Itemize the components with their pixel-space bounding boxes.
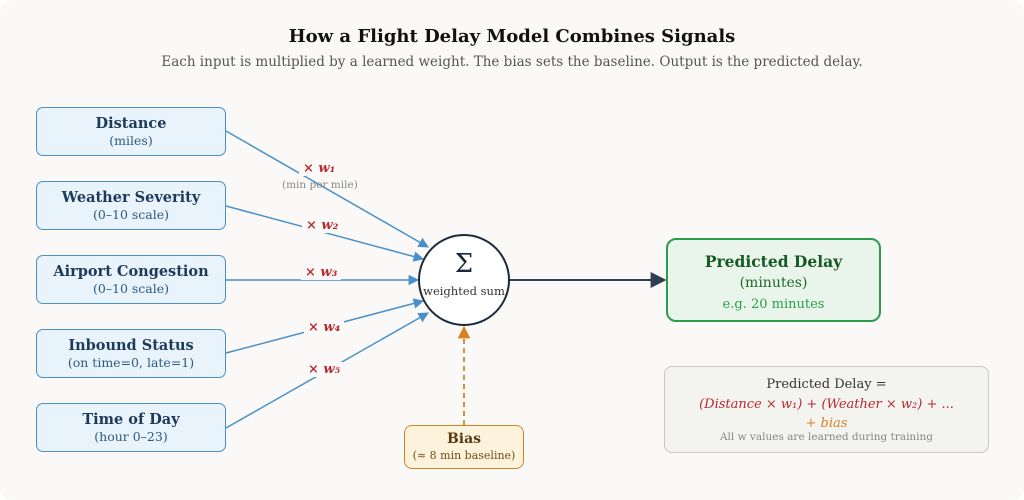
output-title: Predicted Delay <box>704 252 843 271</box>
input-name: Time of Day <box>82 411 180 428</box>
input-airport-congestion: Airport Congestion (0–10 scale) <box>36 255 226 304</box>
input-time-of-day: Time of Day (hour 0–23) <box>36 403 226 452</box>
output-unit: (minutes) <box>739 275 808 291</box>
diagram-subtitle: Each input is multiplied by a learned we… <box>161 54 863 70</box>
weight-label-2: × w₂ <box>302 218 343 233</box>
sigma-symbol: Σ <box>454 249 474 279</box>
bias-note: (≈ 8 min baseline) <box>412 449 516 462</box>
input-unit: (miles) <box>109 133 153 148</box>
input-name: Distance <box>95 115 167 132</box>
formula-line-2: (Distance × w₁) + (Weather × w₂) + ... <box>699 397 954 412</box>
input-unit: (hour 0–23) <box>94 429 168 444</box>
output-example: e.g. 20 minutes <box>722 297 825 312</box>
diagram-title: How a Flight Delay Model Combines Signal… <box>288 26 736 47</box>
edge-distance <box>225 130 429 248</box>
formula-note: All w values are learned during training <box>719 431 934 443</box>
input-name: Inbound Status <box>68 337 194 354</box>
formula-line-3: + bias <box>805 416 848 431</box>
input-unit: (on time=0, late=1) <box>67 355 195 370</box>
output-predicted-delay: Predicted Delay (minutes) e.g. 20 minute… <box>666 238 881 322</box>
formula-box: Predicted Delay = (Distance × w₁) + (Wea… <box>664 366 989 453</box>
input-weather-severity: Weather Severity (0–10 scale) <box>36 181 226 230</box>
bias-title: Bias <box>446 431 482 447</box>
weight-label-1: × w₁ <box>299 161 340 176</box>
input-name: Airport Congestion <box>53 263 209 280</box>
sum-label: weighted sum <box>423 284 505 298</box>
sum-node <box>418 234 510 326</box>
weight-label-3: × w₃ <box>301 265 342 280</box>
input-distance: Distance (miles) <box>36 107 226 156</box>
input-inbound-status: Inbound Status (on time=0, late=1) <box>36 329 226 378</box>
input-name: Weather Severity <box>61 189 201 206</box>
weight-unit-note: (min per mile) <box>282 179 358 191</box>
weight-label-4: × w₄ <box>304 320 345 335</box>
input-unit: (0–10 scale) <box>92 207 170 222</box>
bias-node: Bias (≈ 8 min baseline) <box>404 425 524 469</box>
weight-label-5: × w₅ <box>304 362 345 377</box>
formula-line-1: Predicted Delay = <box>766 377 887 392</box>
input-unit: (0–10 scale) <box>92 281 170 296</box>
